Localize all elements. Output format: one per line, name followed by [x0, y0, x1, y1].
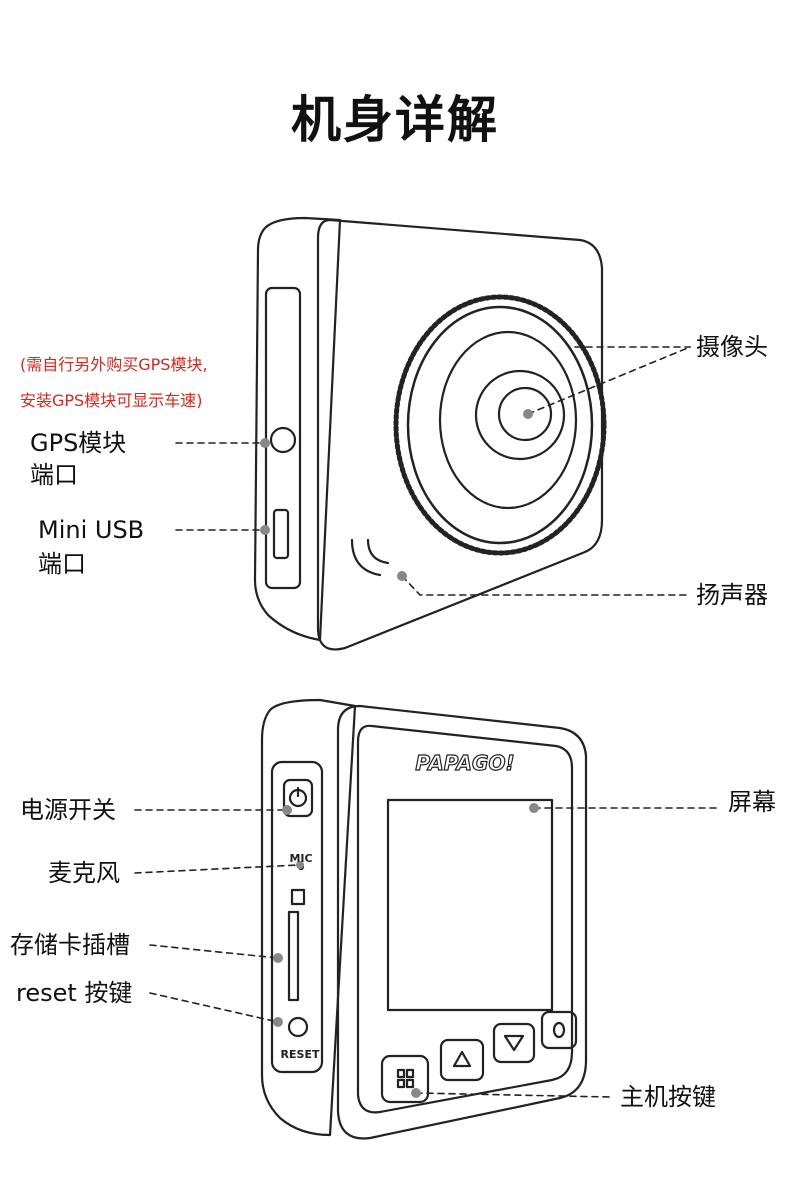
gps-port-label-2: 端口: [30, 461, 78, 489]
camera-label: 摄像头: [696, 333, 768, 361]
screen-label: 屏幕: [728, 788, 776, 816]
brand-logo: PAPAGO!: [415, 751, 514, 775]
mini-usb-label-2: 端口: [38, 550, 86, 578]
power-switch-label: 电源开关: [20, 796, 116, 824]
card-slot-label: 存储卡插槽: [10, 931, 130, 959]
screen-back-view: [260, 698, 588, 1140]
camera-front-view: [253, 216, 607, 651]
reset-button-label: reset 按键: [16, 979, 133, 1007]
page-title: 机身详解: [291, 91, 499, 149]
gps-port-label-1: GPS模块: [30, 429, 127, 457]
callout-dots: [260, 409, 539, 1098]
mic-label: 麦克风: [48, 859, 120, 887]
leader-lines: [134, 346, 721, 1098]
mini-usb-label-1: Mini USB: [38, 516, 145, 544]
main-buttons-label: 主机按键: [620, 1083, 716, 1111]
gps-note-line-2: 安装GPS模块可显示车速): [20, 391, 203, 410]
gps-note-line-1: (需自行另外购买GPS模块,: [20, 355, 208, 374]
mic-mark: MIC: [289, 852, 312, 865]
speaker-label: 扬声器: [696, 581, 768, 609]
reset-mark: RESET: [281, 1048, 320, 1061]
